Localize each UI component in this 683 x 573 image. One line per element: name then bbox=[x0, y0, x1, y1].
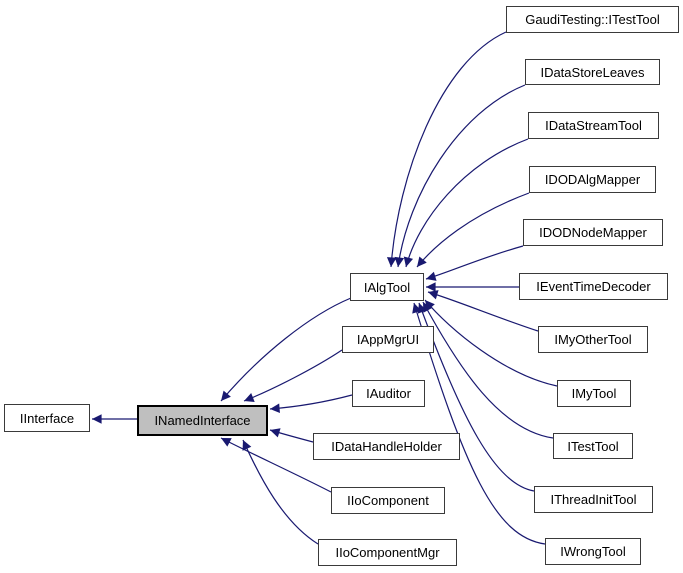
edge-idatastreamtool-ialgtool bbox=[403, 138, 529, 268]
edge-idatastoreleaves-ialgtool bbox=[394, 84, 526, 268]
node-iappmgrui[interactable]: IAppMgrUI bbox=[342, 326, 434, 353]
node-imyothertool[interactable]: IMyOtherTool bbox=[538, 326, 648, 353]
node-ithreadinittool[interactable]: IThreadInitTool bbox=[534, 486, 653, 513]
edge-idodalgmapper-ialgtool bbox=[416, 192, 530, 268]
edge-iiocomponentmgr-inamedinterface bbox=[242, 439, 319, 545]
edge-iwrongtool-ialgtool bbox=[412, 302, 546, 545]
node-idodalgmapper[interactable]: IDODAlgMapper bbox=[529, 166, 656, 193]
edge-imyothertool-ialgtool bbox=[427, 290, 539, 332]
edge-idodnodemapper-ialgtool bbox=[425, 245, 524, 281]
node-idatastoreleaves[interactable]: IDataStoreLeaves bbox=[525, 59, 660, 85]
edge-iiocomponent-inamedinterface bbox=[220, 437, 332, 493]
node-idatastreamtool[interactable]: IDataStreamTool bbox=[528, 112, 659, 139]
node-itesttool[interactable]: ITestTool bbox=[553, 433, 633, 459]
node-iwrongtool[interactable]: IWrongTool bbox=[545, 538, 641, 565]
edge-idatahandleholder-inamedinterface bbox=[269, 428, 314, 443]
edge-itesttool-ialgtool bbox=[422, 301, 554, 439]
node-ieventtimedecoder[interactable]: IEventTimeDecoder bbox=[519, 273, 668, 300]
node-idodnodemapper[interactable]: IDODNodeMapper bbox=[523, 219, 663, 246]
edge-imytool-ialgtool bbox=[424, 299, 558, 387]
edge-iauditor-inamedinterface bbox=[269, 394, 353, 414]
node-iiocomponent[interactable]: IIoComponent bbox=[331, 487, 445, 514]
edge-iappmgrui-inamedinterface bbox=[243, 349, 343, 402]
edge-ithreadinittool-ialgtool bbox=[417, 302, 535, 492]
node-idatahandleholder[interactable]: IDataHandleHolder bbox=[313, 433, 460, 460]
node-iiocomponentmgr[interactable]: IIoComponentMgr bbox=[318, 539, 457, 566]
node-iauditor[interactable]: IAuditor bbox=[352, 380, 425, 407]
edge-ialgtool-inamedinterface bbox=[220, 297, 352, 402]
node-gauditesting-itesttool[interactable]: GaudiTesting::ITestTool bbox=[506, 6, 679, 33]
node-imytool[interactable]: IMyTool bbox=[557, 380, 631, 407]
node-ialgtool[interactable]: IAlgTool bbox=[350, 273, 424, 301]
node-inamedinterface: INamedInterface bbox=[137, 405, 268, 436]
node-iinterface[interactable]: IInterface bbox=[4, 404, 90, 432]
edge-gauditesting-itesttool-ialgtool bbox=[386, 31, 507, 268]
